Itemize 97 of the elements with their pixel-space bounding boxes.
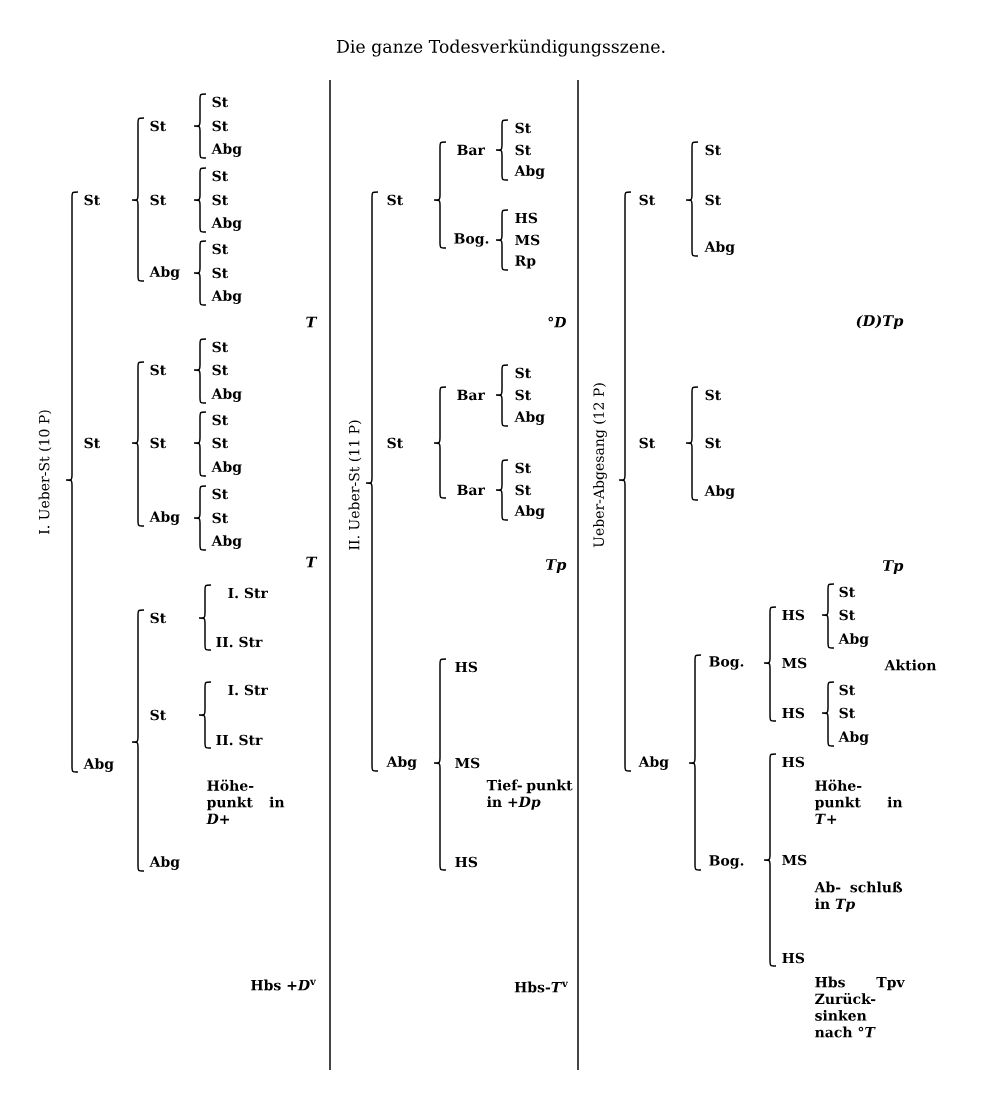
form-label: Aktion <box>884 659 937 671</box>
form-label: Abg <box>149 266 180 280</box>
form-label: St <box>705 194 722 206</box>
form-label: St <box>515 122 532 134</box>
form-label: St <box>639 194 656 206</box>
form-label: St <box>705 389 722 401</box>
form-label: II. Str <box>216 734 263 746</box>
form-label: St <box>212 243 229 255</box>
form-label: Bar <box>457 484 485 496</box>
form-label: St <box>212 96 229 108</box>
function-label: T <box>306 316 318 328</box>
form-label: Bog. <box>454 233 489 247</box>
form-label: St <box>212 414 229 426</box>
form-label: Abg <box>211 143 242 157</box>
form-label: St <box>705 144 722 156</box>
form-label: St <box>212 488 229 500</box>
function-label: °D <box>548 316 566 328</box>
form-label: I. Str <box>228 587 268 599</box>
form-label: St <box>839 586 856 598</box>
form-label: St <box>150 612 167 624</box>
function-label: (D)Tp <box>856 314 904 330</box>
form-label: Abg <box>638 756 669 770</box>
form-label: MS <box>782 657 807 669</box>
form-label: Bar <box>457 144 485 156</box>
form-label: Abg <box>211 217 242 231</box>
title: Die ganze Todesverkündigungsszene. <box>336 39 665 57</box>
form-label: Bog. <box>709 656 744 670</box>
form-label: Abg <box>149 856 180 870</box>
annotation: Höhe- punkt in T+ <box>814 779 903 824</box>
form-label: St <box>84 437 101 449</box>
annotation: Hbs Tpv Zurück- sinken nach °T <box>815 976 905 1038</box>
form-label: St <box>515 484 532 496</box>
function-label: Hbs-T$^{v}$ <box>514 981 568 993</box>
form-label: Abg <box>704 485 735 499</box>
form-label: Abg <box>149 511 180 525</box>
function-label: Tp <box>882 560 904 574</box>
section-label: I. Ueber-St (10 P) <box>38 410 52 534</box>
form-label: HS <box>455 856 478 868</box>
section-label: Ueber-Abgesang (12 P) <box>593 383 607 548</box>
form-label: Rp <box>515 255 536 269</box>
form-label: Abg <box>704 241 735 255</box>
form-label: St <box>639 437 656 449</box>
form-label: MS <box>455 757 480 769</box>
form-label: MS <box>782 854 807 866</box>
form-label: Abg <box>83 758 114 772</box>
form-label: Abg <box>514 411 545 425</box>
form-label: St <box>212 341 229 353</box>
form-label: St <box>212 512 229 524</box>
form-label: St <box>515 462 532 474</box>
form-label: St <box>84 194 101 206</box>
form-label: St <box>150 709 167 721</box>
form-label: St <box>387 437 404 449</box>
form-label: St <box>150 120 167 132</box>
form-label: Abg <box>514 505 545 519</box>
form-label: Bog. <box>709 855 744 869</box>
form-label: St <box>150 194 167 206</box>
function-label: T <box>306 556 318 568</box>
form-label: Abg <box>838 633 869 647</box>
form-label: HS <box>782 707 805 719</box>
form-label: St <box>212 194 229 206</box>
annotation: Tief- punkt in +Dp <box>486 779 573 810</box>
form-label: St <box>212 120 229 132</box>
form-label: Abg <box>211 535 242 549</box>
form-label: Abg <box>211 461 242 475</box>
form-label: MS <box>515 234 540 246</box>
form-label: Abg <box>211 290 242 304</box>
form-label: HS <box>455 661 478 673</box>
form-label: St <box>150 437 167 449</box>
annotation: Höhe- punkt in D+ <box>206 779 285 824</box>
form-label: St <box>212 437 229 449</box>
form-label: St <box>515 389 532 401</box>
annotation: Ab- schluß in Tp <box>814 881 903 912</box>
form-label: HS <box>782 609 805 621</box>
form-label: St <box>387 194 404 206</box>
form-label: St <box>839 707 856 719</box>
form-label: HS <box>782 756 805 768</box>
form-label: HS <box>782 952 805 964</box>
form-label: Bar <box>457 389 485 401</box>
form-label: St <box>212 364 229 376</box>
form-label: II. Str <box>216 636 263 648</box>
section-label: II. Ueber-St (11 P) <box>348 420 362 550</box>
form-label: St <box>839 684 856 696</box>
form-label: St <box>212 170 229 182</box>
form-label: St <box>212 267 229 279</box>
form-label: HS <box>515 212 538 224</box>
form-label: St <box>515 144 532 156</box>
form-label: St <box>705 437 722 449</box>
form-label: Abg <box>514 165 545 179</box>
form-label: I. Str <box>228 684 268 696</box>
form-label: Abg <box>211 388 242 402</box>
form-label: St <box>515 367 532 379</box>
form-label: St <box>839 609 856 621</box>
function-label: Hbs +D$^{v}$ <box>251 979 316 991</box>
form-label: Abg <box>838 731 869 745</box>
form-label: St <box>150 364 167 376</box>
function-label: Tp <box>545 559 567 573</box>
form-label: Abg <box>386 756 417 770</box>
